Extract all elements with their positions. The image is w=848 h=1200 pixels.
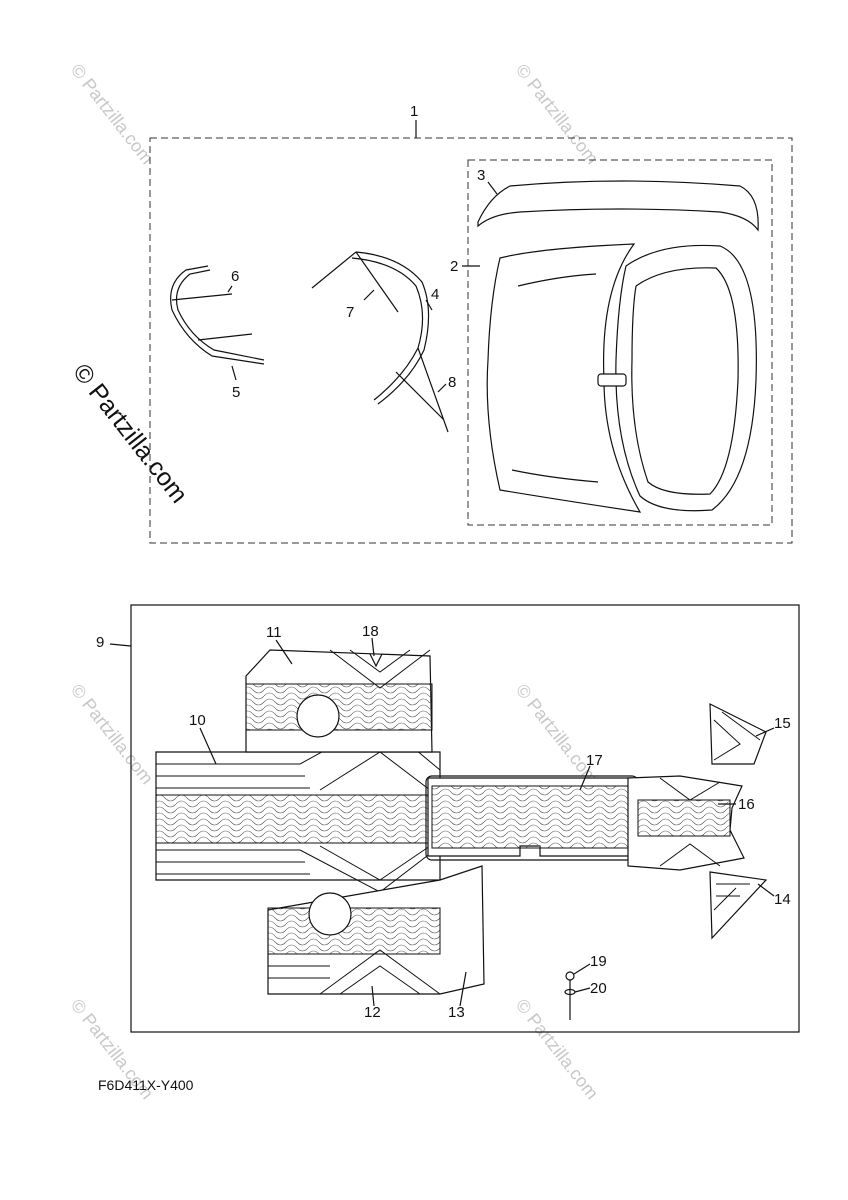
part-18-grip[interactable] <box>369 653 383 668</box>
callout-19: 19 <box>590 953 607 970</box>
callout-13: 13 <box>448 1004 465 1021</box>
part-2-seat-frame[interactable] <box>462 243 757 513</box>
part-19-20-fasteners[interactable] <box>564 963 591 1020</box>
callout-11: 11 <box>266 624 282 641</box>
watermark: © Partzilla.com <box>67 680 157 788</box>
part-3-top-cushion[interactable] <box>477 180 759 232</box>
callout-4: 4 <box>431 286 439 303</box>
part-11-upper-pad[interactable] <box>245 649 433 753</box>
part-16-front-mat[interactable] <box>627 775 745 871</box>
part-13-lower-pad[interactable] <box>267 865 485 995</box>
callout-16: 16 <box>738 796 755 813</box>
part-14-triangle-pad[interactable] <box>709 871 768 940</box>
callout-7: 7 <box>346 304 354 321</box>
part-10-main-mat[interactable] <box>155 719 441 893</box>
callout-14: 14 <box>774 891 791 908</box>
watermark: © Partzilla.com <box>512 60 602 168</box>
kit-2-boundary <box>467 159 773 526</box>
callout-8: 8 <box>448 374 456 391</box>
drawing-code: F6D411X-Y400 <box>98 1077 194 1093</box>
callout-15: 15 <box>774 715 791 732</box>
kit-1-boundary <box>149 137 793 544</box>
callout-18: 18 <box>362 623 379 640</box>
part-4-bracket[interactable] <box>311 251 449 433</box>
callout-20: 20 <box>590 980 607 997</box>
mat-kit-lower: 9 10 11 12 13 14 15 16 17 18 19 20 <box>96 604 800 1033</box>
watermark: © Partzilla.com <box>512 680 602 788</box>
kit-group-upper: 1 2 3 4 5 6 7 8 <box>149 103 793 544</box>
part-15-triangle-pad[interactable] <box>709 703 767 765</box>
callout-5: 5 <box>232 384 240 401</box>
watermark: © Partzilla.com <box>512 995 602 1103</box>
callout-2: 2 <box>450 258 458 275</box>
kit-9-boundary <box>130 604 800 1033</box>
watermark: © Partzilla.com <box>67 60 157 168</box>
part-5-bracket[interactable] <box>170 265 265 381</box>
callout-12: 12 <box>364 1004 381 1021</box>
callout-17: 17 <box>586 752 603 769</box>
callout-3: 3 <box>477 167 485 184</box>
callout-1: 1 <box>410 103 418 120</box>
callout-9: 9 <box>96 634 104 651</box>
callout-10: 10 <box>189 712 206 729</box>
callout-6: 6 <box>231 268 239 285</box>
watermark-large: © Partzilla.com <box>67 358 193 508</box>
part-17-center-insert[interactable] <box>425 775 639 861</box>
